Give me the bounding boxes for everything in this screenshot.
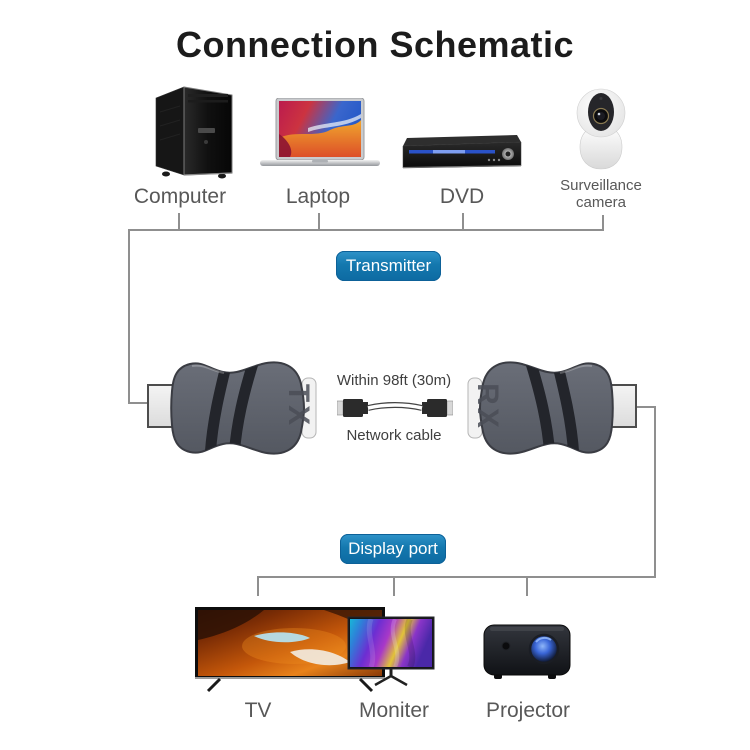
laptop-icon xyxy=(260,98,380,166)
rx-receiver-icon xyxy=(467,361,637,455)
tv-label: TV xyxy=(244,699,272,722)
rx-label: RX xyxy=(471,383,504,431)
surveillance-camera-label: Surveillance camera xyxy=(560,177,642,211)
cable-distance-label: Within 98ft (30m) xyxy=(336,372,452,389)
monitor-label: Moniter xyxy=(358,699,430,722)
monitor-icon xyxy=(347,616,435,687)
laptop-label: Laptop xyxy=(285,185,351,208)
surveillance-camera-icon xyxy=(576,88,626,170)
network-cable-label: Network cable xyxy=(346,427,442,444)
transmitter-badge: Transmitter xyxy=(336,251,441,281)
tx-label: TX xyxy=(282,383,315,429)
tx-transmitter-icon xyxy=(147,361,317,455)
computer-icon xyxy=(155,86,233,179)
projector-icon xyxy=(483,624,571,679)
page-title: Connection Schematic xyxy=(175,24,575,65)
dvd-label: DVD xyxy=(439,185,485,208)
dvd-player-icon xyxy=(402,135,522,169)
display-port-badge: Display port xyxy=(340,534,446,564)
network-cable-icon xyxy=(337,399,453,417)
computer-label: Computer xyxy=(133,185,227,208)
projector-label: Projector xyxy=(485,699,571,722)
